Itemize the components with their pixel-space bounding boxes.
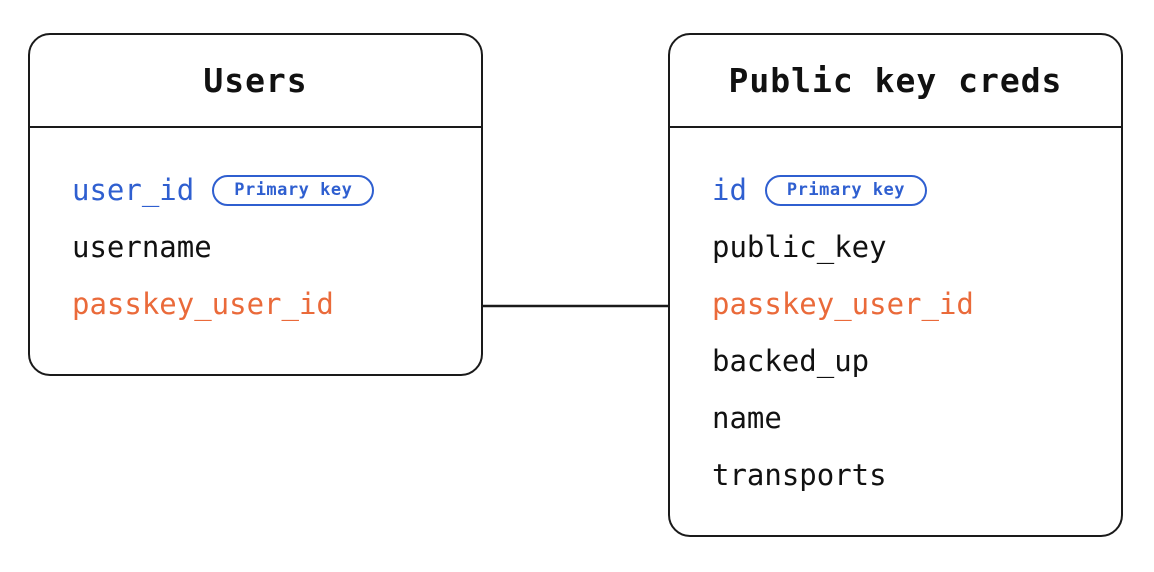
er-field-name: backed_up	[712, 344, 870, 378]
er-field-name: public_key	[712, 230, 887, 264]
primary-key-badge: Primary key	[212, 175, 375, 206]
er-field-row[interactable]: transports	[712, 447, 1121, 504]
er-field-row[interactable]: backed_up	[712, 333, 1121, 390]
er-table-header-users: Users	[30, 35, 481, 128]
er-field-name: passkey_user_id	[712, 287, 974, 321]
er-field-row[interactable]: public_key	[712, 219, 1121, 276]
primary-key-badge: Primary key	[764, 175, 928, 206]
er-table-users[interactable]: Users user_id Primary key username passk…	[28, 33, 483, 376]
er-field-row[interactable]: user_id Primary key	[72, 162, 481, 219]
er-field-name: user_id	[72, 173, 195, 207]
er-table-title: Users	[203, 61, 308, 100]
er-table-header-public-key-creds: Public key creds	[670, 35, 1121, 128]
er-field-row[interactable]: id Primary key	[712, 162, 1121, 219]
er-field-name: transports	[712, 458, 887, 492]
er-field-name: passkey_user_id	[72, 287, 334, 321]
er-field-name: id	[712, 173, 747, 207]
er-field-row[interactable]: name	[712, 390, 1121, 447]
er-field-row[interactable]: username	[72, 219, 481, 276]
er-table-title: Public key creds	[728, 61, 1063, 100]
er-field-list-public-key-creds: id Primary key public_key passkey_user_i…	[670, 128, 1121, 504]
er-table-public-key-creds[interactable]: Public key creds id Primary key public_k…	[668, 33, 1123, 537]
er-field-name: name	[712, 401, 782, 435]
er-field-row[interactable]: passkey_user_id	[72, 276, 481, 333]
er-field-list-users: user_id Primary key username passkey_use…	[30, 128, 481, 333]
er-field-row[interactable]: passkey_user_id	[712, 276, 1121, 333]
er-field-name: username	[72, 230, 212, 264]
